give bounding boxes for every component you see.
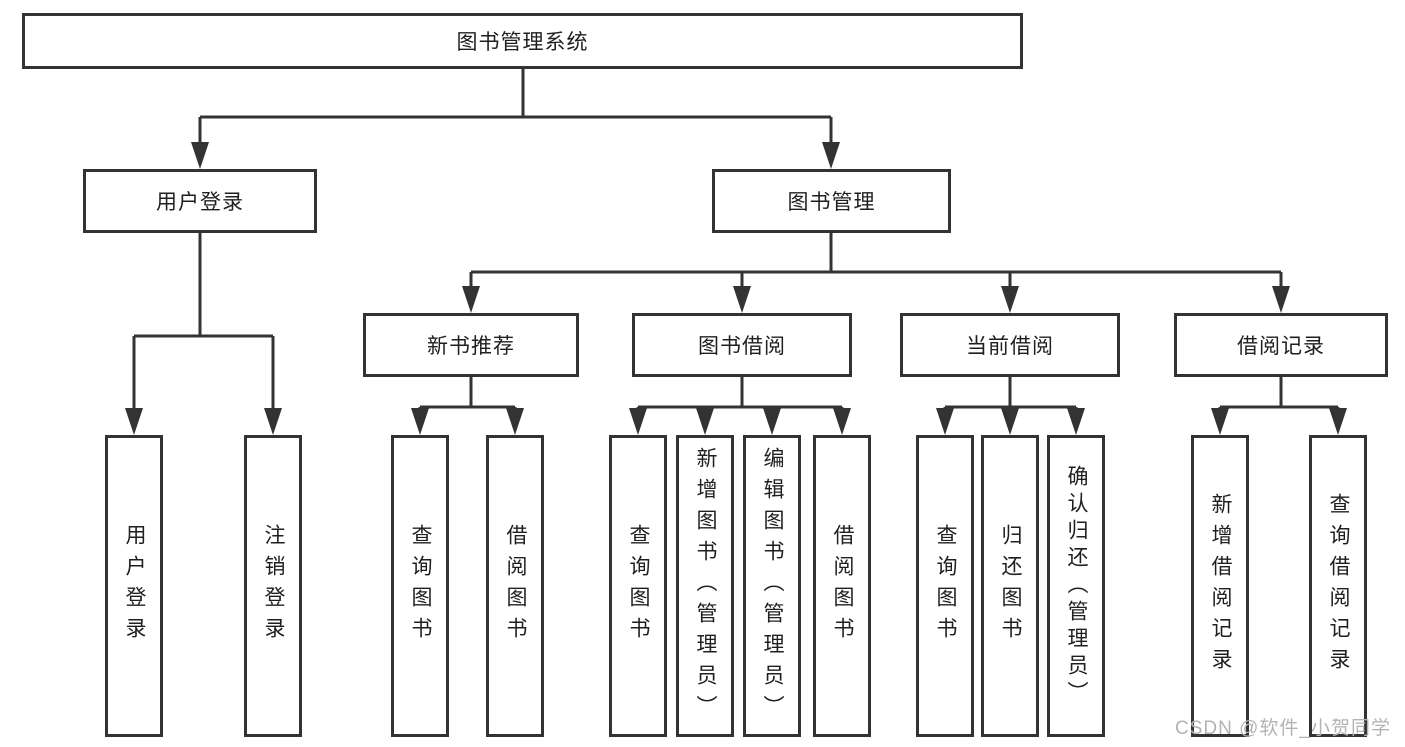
node-user-login-label: 用户登录	[156, 191, 244, 214]
leaf-return-book: 归还图书	[981, 435, 1039, 737]
node-root-label: 图书管理系统	[456, 31, 589, 54]
leaf-query-books-borrow-label: 查询图书	[627, 524, 650, 648]
leaf-query-books-current-label: 查询图书	[934, 524, 957, 648]
node-user-login: 用户登录	[83, 169, 317, 233]
node-new-book-recommend: 新书推荐	[363, 313, 579, 377]
csdn-watermark: CSDN @软件_小贺同学	[1175, 718, 1391, 739]
node-current-borrow-label: 当前借阅	[966, 335, 1054, 358]
leaf-logout-label: 注销登录	[262, 524, 285, 648]
node-book-management: 图书管理	[712, 169, 951, 233]
leaf-query-books-recommend-label: 查询图书	[409, 524, 432, 648]
leaf-borrow-books-recommend-label: 借阅图书	[504, 524, 527, 648]
leaf-query-books-recommend: 查询图书	[391, 435, 449, 737]
node-new-book-recommend-label: 新书推荐	[427, 335, 515, 358]
node-borrow-records: 借阅记录	[1174, 313, 1388, 377]
leaf-query-books-current: 查询图书	[916, 435, 974, 737]
arrowheads	[125, 142, 1347, 435]
leaf-edit-book-admin-label: 编辑图书（管理员）	[761, 446, 784, 726]
node-borrow-records-label: 借阅记录	[1237, 335, 1325, 358]
leaf-add-book-admin-label: 新增图书（管理员）	[694, 446, 717, 726]
leaf-query-borrow-record-label: 查询借阅记录	[1327, 493, 1350, 679]
leaf-query-books-borrow: 查询图书	[609, 435, 667, 737]
leaf-edit-book-admin: 编辑图书（管理员）	[743, 435, 801, 737]
leaf-return-book-label: 归还图书	[999, 524, 1022, 648]
leaf-borrow-books-label: 借阅图书	[831, 524, 854, 648]
node-book-borrow: 图书借阅	[632, 313, 852, 377]
leaf-add-book-admin: 新增图书（管理员）	[676, 435, 734, 737]
leaf-borrow-books: 借阅图书	[813, 435, 871, 737]
leaf-query-borrow-record: 查询借阅记录	[1309, 435, 1367, 737]
leaf-logout: 注销登录	[244, 435, 302, 737]
leaf-user-login: 用户登录	[105, 435, 163, 737]
leaf-add-borrow-record: 新增借阅记录	[1191, 435, 1249, 737]
leaf-confirm-return-admin: 确认归还（管理员）	[1047, 435, 1105, 737]
node-root: 图书管理系统	[22, 13, 1023, 69]
leaf-confirm-return-admin-label: 确认归还（管理员）	[1065, 464, 1088, 708]
node-book-borrow-label: 图书借阅	[698, 335, 786, 358]
leaf-add-borrow-record-label: 新增借阅记录	[1209, 493, 1232, 679]
node-current-borrow: 当前借阅	[900, 313, 1120, 377]
leaf-borrow-books-recommend: 借阅图书	[486, 435, 544, 737]
node-book-management-label: 图书管理	[787, 191, 876, 214]
leaf-user-login-label: 用户登录	[123, 524, 146, 648]
